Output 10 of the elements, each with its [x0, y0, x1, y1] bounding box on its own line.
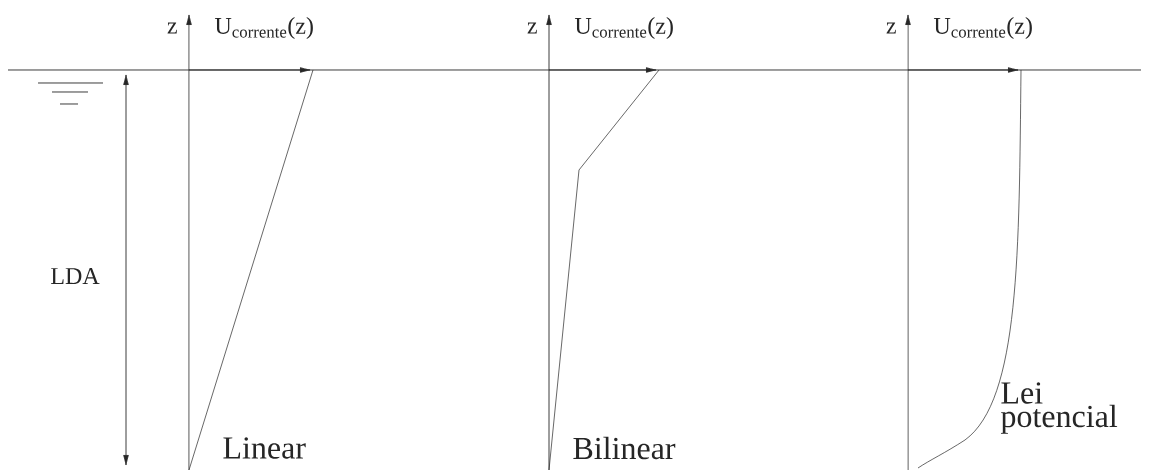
label: Lei potencial: [1000, 382, 1118, 434]
label: LDA: [51, 268, 100, 284]
label: U$_{corrente}$(z): [574, 17, 673, 39]
label: z: [527, 22, 537, 34]
label: Linear: [223, 437, 306, 459]
label: U$_{corrente}$(z): [214, 17, 313, 39]
label: Bilinear: [573, 436, 676, 460]
label: z: [167, 22, 177, 34]
label: z: [886, 22, 896, 34]
label: U$_{corrente}$(z): [933, 17, 1032, 39]
